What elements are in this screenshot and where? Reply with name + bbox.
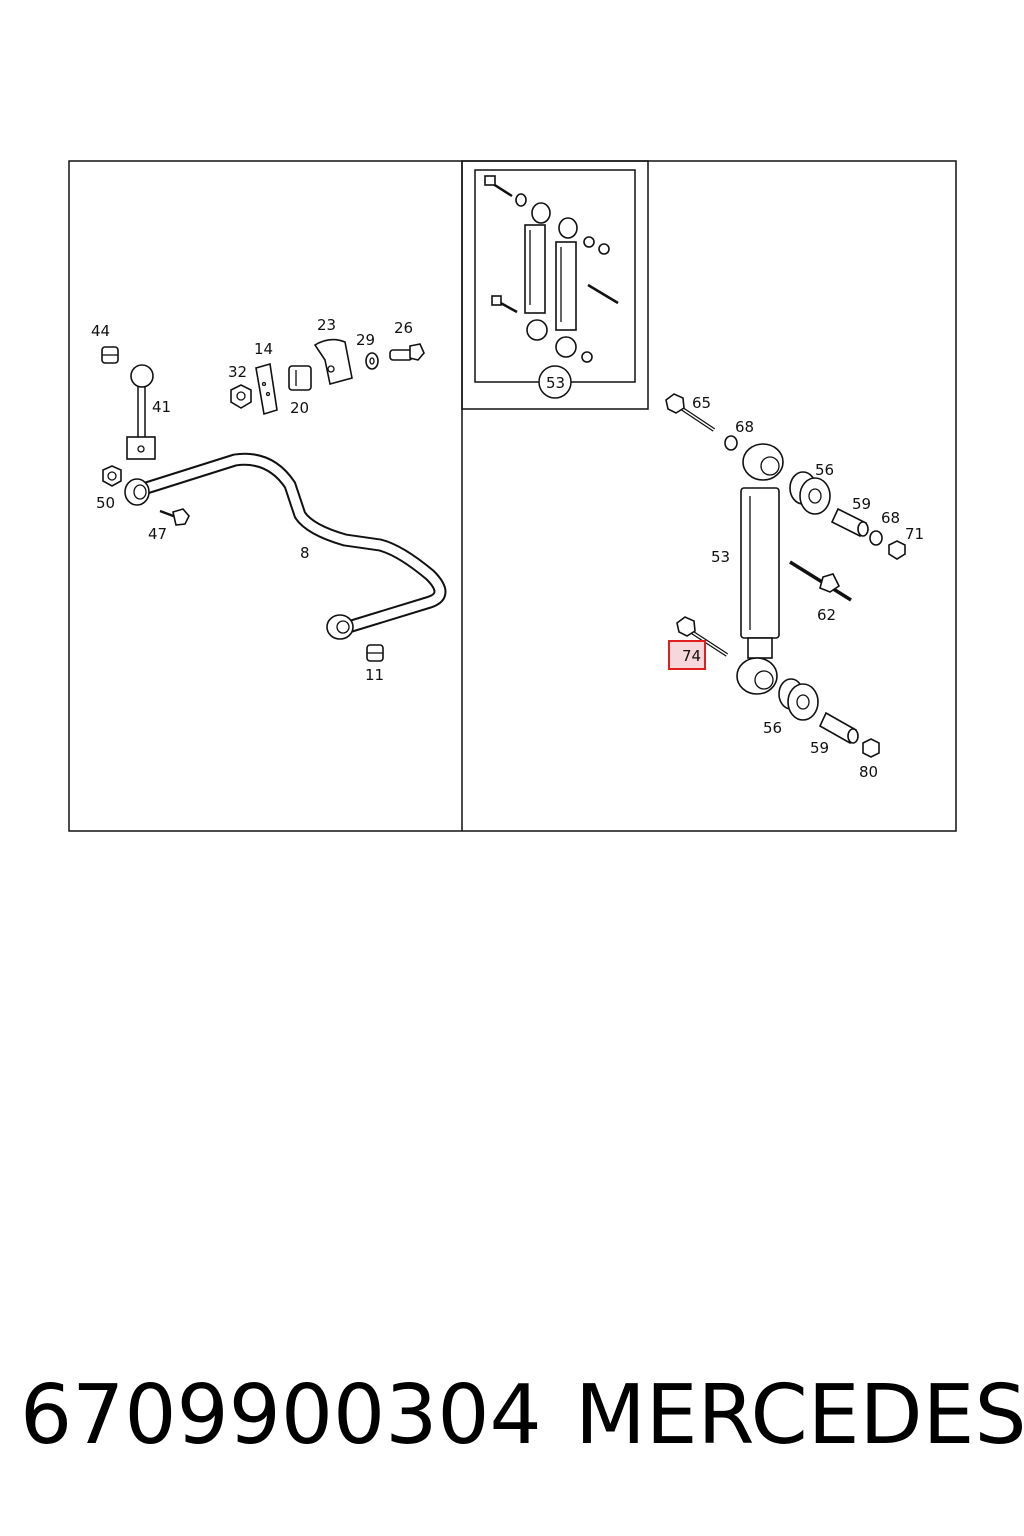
nut-44: [101, 346, 119, 364]
callout-44: 44: [91, 322, 110, 340]
bolt-65: [665, 393, 716, 432]
callout-11: 11: [365, 666, 384, 684]
callout-20: 20: [290, 399, 309, 417]
inset-shock-left: [484, 175, 551, 341]
nut-11: [366, 644, 384, 662]
callout-68-lower: 68: [881, 509, 900, 527]
washer-68-lower: [869, 530, 883, 546]
inset-frame-outer: [461, 160, 649, 410]
callout-29: 29: [356, 331, 375, 349]
sleeve-59-upper: [830, 507, 869, 538]
callout-68-upper: 68: [735, 418, 754, 436]
callout-53-inset: 53: [546, 374, 565, 392]
bushing-56-upper: [789, 471, 831, 515]
inset-frame-inner: [474, 169, 636, 383]
callout-80: 80: [859, 763, 878, 781]
callout-74-highlight: [668, 640, 706, 670]
caption-bar: 6709900304 MERCEDES: [0, 1368, 1024, 1468]
bar-end-bushing-left: [124, 478, 150, 506]
callout-26: 26: [394, 319, 413, 337]
stabilizer-bar: [133, 452, 447, 635]
callout-41: 41: [152, 398, 171, 416]
shock-absorber-53: [736, 443, 784, 695]
sleeve-59-lower: [818, 711, 859, 745]
inset-callout-circle: [538, 365, 572, 399]
callout-32: 32: [228, 363, 247, 381]
rubber-mount-20: [288, 365, 312, 391]
callout-59-upper: 59: [852, 495, 871, 513]
stabilizer-link-41: [126, 364, 156, 460]
callout-59-lower: 59: [810, 739, 829, 757]
bar-end-bushing-right: [326, 614, 354, 640]
brand-name: MERCEDES: [575, 1368, 1024, 1463]
nut-50: [102, 465, 122, 487]
part-number: 6709900304: [20, 1368, 542, 1463]
stud-62: [789, 560, 852, 602]
callout-71: 71: [905, 525, 924, 543]
callout-65: 65: [692, 394, 711, 412]
callout-14: 14: [254, 340, 273, 358]
washer-68-upper: [724, 435, 738, 451]
nut-71: [888, 540, 906, 560]
callout-47: 47: [148, 525, 167, 543]
inset-shock-right: [555, 217, 619, 363]
parts-diagram: 44 41 14 32 20 23 29 26 50 47 8 11 53 65…: [68, 160, 957, 832]
callout-74: 74: [682, 647, 701, 665]
bracket-23: [313, 338, 353, 385]
bolt-26: [389, 343, 425, 361]
clamp-plate-14: [255, 362, 278, 416]
callout-56-lower: 56: [763, 719, 782, 737]
callout-50: 50: [96, 494, 115, 512]
nut-80: [862, 738, 880, 758]
callout-8: 8: [300, 544, 310, 562]
callout-62: 62: [817, 606, 836, 624]
nut-32: [230, 384, 252, 409]
callout-23: 23: [317, 316, 336, 334]
washer-29: [365, 352, 379, 370]
callout-53: 53: [711, 548, 730, 566]
callout-56-upper: 56: [815, 461, 834, 479]
bushing-56-lower: [778, 678, 819, 721]
bolt-47: [159, 508, 190, 526]
bolt-74: [676, 616, 729, 657]
